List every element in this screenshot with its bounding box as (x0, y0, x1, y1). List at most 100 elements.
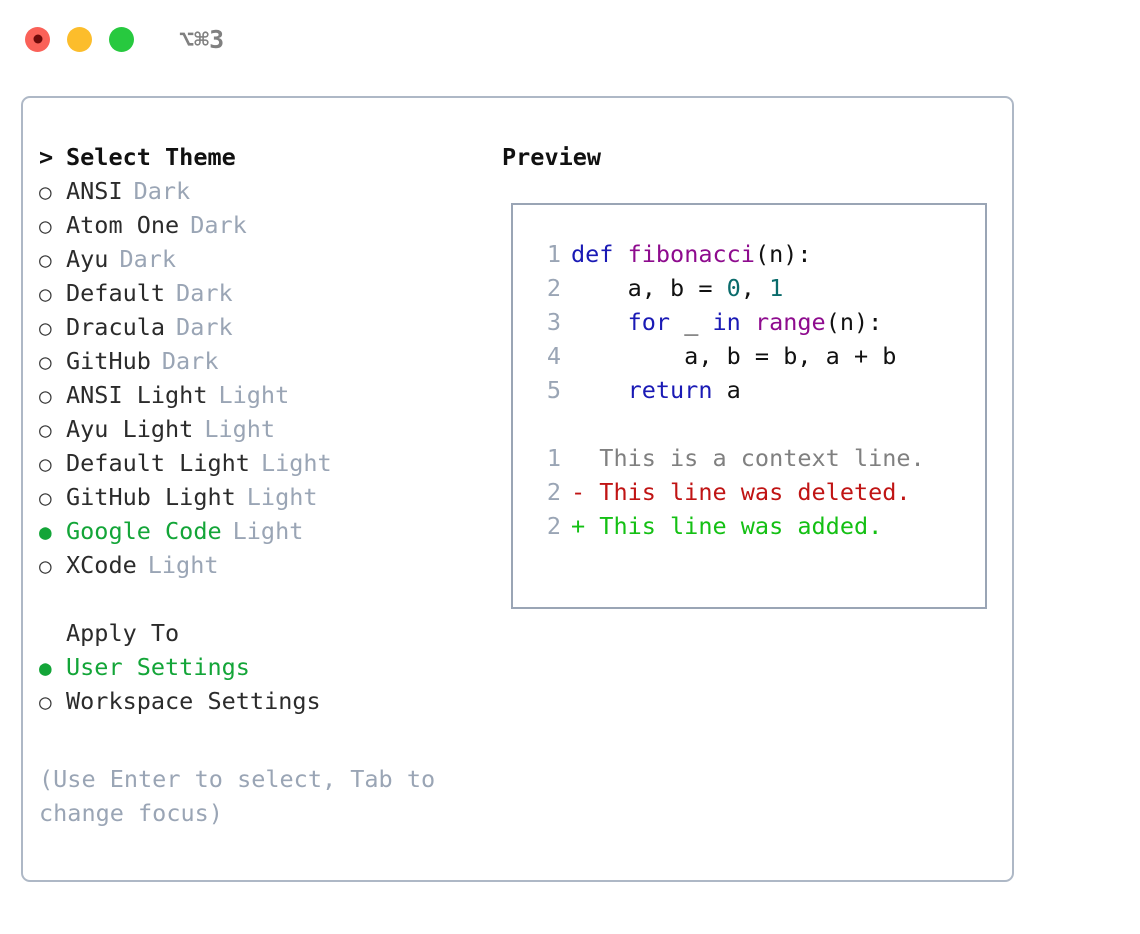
theme-list-item[interactable]: ○ GitHub Light Light (39, 480, 479, 514)
line-number: 2 (546, 478, 561, 506)
apply-to-option[interactable]: ● User Settings (39, 650, 479, 684)
theme-name: GitHub Light (66, 483, 236, 511)
radio-unselected-icon[interactable]: ○ (39, 248, 52, 272)
radio-unselected-icon[interactable]: ○ (39, 554, 52, 578)
radio-unselected-icon[interactable]: ○ (39, 350, 52, 374)
theme-variant-badge: Light (260, 449, 332, 477)
theme-list-item[interactable]: ○ ANSI Light Light (39, 378, 479, 412)
theme-variant-badge: Dark (176, 313, 233, 341)
radio-unselected-icon[interactable]: ○ (39, 180, 52, 204)
code-token: range (754, 308, 826, 336)
theme-name: XCode (66, 551, 137, 579)
theme-name: ANSI (66, 177, 123, 205)
radio-unselected-icon[interactable]: ○ (39, 282, 52, 306)
preview-title: Preview (502, 143, 602, 171)
code-token: a, b = (571, 274, 727, 302)
code-token: for (627, 308, 671, 336)
apply-to-option-label: Workspace Settings (66, 687, 321, 715)
keyboard-shortcut-label: ⌥⌘3 (179, 24, 225, 54)
line-number: 5 (546, 376, 561, 404)
apply-to-header: ○ Apply To (39, 616, 479, 650)
theme-variant-badge: Light (218, 381, 290, 409)
line-number: 3 (546, 308, 561, 336)
apply-to-list: ● User Settings ○ Workspace Settings (39, 650, 479, 718)
radio-unselected-icon[interactable]: ○ (39, 214, 52, 238)
code-token: _ (670, 308, 713, 336)
theme-name: Default (66, 279, 166, 307)
code-token: a, b = b, a + b (571, 342, 897, 370)
maximize-button[interactable] (109, 26, 134, 52)
minimize-button[interactable] (67, 26, 92, 52)
theme-list-item[interactable]: ○ ANSI Dark (39, 174, 479, 208)
code-spacer (513, 407, 985, 441)
radio-selected-icon[interactable]: ● (39, 656, 52, 680)
diff-sample: 1 This is a context line. 2 - This line wa… (513, 441, 985, 543)
theme-name: GitHub (66, 347, 151, 375)
radio-unselected-icon[interactable]: ○ (39, 418, 52, 442)
close-button[interactable] (25, 26, 50, 52)
radio-unselected-icon[interactable]: ○ (39, 486, 52, 510)
caret-icon: > (39, 143, 54, 171)
theme-list-item[interactable]: ○ GitHub Dark (39, 344, 479, 378)
code-token: 1 (769, 274, 784, 302)
theme-name: Ayu (66, 245, 109, 273)
code-line-content: return a (571, 373, 741, 407)
code-line: 1 def fibonacci(n): (513, 237, 985, 271)
code-token: fibonacci (627, 240, 755, 268)
diff-line-content: This is a context line. (571, 444, 925, 472)
theme-variant-badge: Dark (190, 211, 247, 239)
code-token: (n): (825, 308, 883, 336)
window-controls (25, 26, 134, 52)
code-token: return (627, 376, 713, 404)
theme-variant-badge: Dark (133, 177, 191, 205)
code-token (571, 376, 628, 404)
help-text: (Use Enter to select, Tab to change focu… (39, 765, 436, 827)
code-token: def (571, 240, 614, 268)
theme-variant-badge: Dark (119, 245, 177, 273)
line-number: 1 (546, 444, 561, 472)
theme-list-item[interactable]: ○ Ayu Dark (39, 242, 479, 276)
radio-unselected-icon[interactable]: ○ (39, 690, 52, 714)
line-number: 1 (546, 240, 561, 268)
apply-to-label: Apply To (66, 619, 180, 647)
code-line-content: a, b = b, a + b (571, 339, 896, 373)
diff-line: 1 This is a context line. (513, 441, 985, 475)
diff-line: 2 - This line was deleted. (513, 475, 985, 509)
theme-variant-badge: Light (204, 415, 276, 443)
theme-variant-badge: Light (246, 483, 318, 511)
apply-to-option[interactable]: ○ Workspace Settings (39, 684, 479, 718)
apply-to-option-label: User Settings (66, 653, 250, 681)
diff-line: 2+ This line was added. (513, 509, 985, 543)
select-theme-label: Select Theme (66, 143, 236, 171)
code-token: a (712, 376, 741, 404)
code-line: 3 for _ in range(n): (513, 305, 985, 339)
code-line: 5 return a (513, 373, 985, 407)
title-bar: ⌥⌘3 (0, 0, 1140, 78)
theme-variant-badge: Light (232, 517, 304, 545)
theme-variant-badge: Dark (176, 279, 233, 307)
radio-unselected-icon[interactable]: ○ (39, 452, 52, 476)
radio-unselected-icon[interactable]: ○ (39, 316, 52, 340)
theme-name: ANSI Light (66, 381, 208, 409)
code-line-content: a, b = 0, 1 (571, 271, 784, 305)
theme-list-item[interactable]: ○ Default Dark (39, 276, 479, 310)
theme-variant-badge: Dark (161, 347, 219, 375)
select-theme-header: > Select Theme (39, 140, 479, 174)
diff-line-content: - This line was deleted. (571, 478, 911, 506)
code-token: (n): (754, 240, 812, 268)
line-number: 2 (546, 512, 561, 540)
radio-selected-icon[interactable]: ● (39, 520, 52, 544)
radio-unselected-icon[interactable]: ○ (39, 384, 52, 408)
